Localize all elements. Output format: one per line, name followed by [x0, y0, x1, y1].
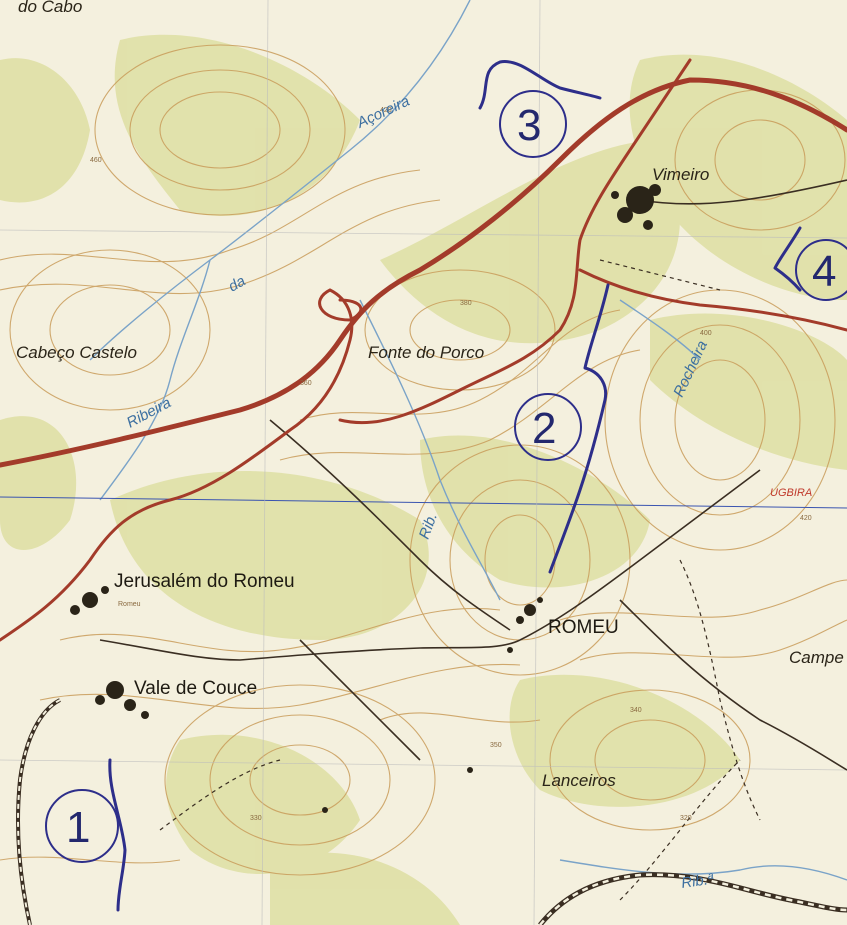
dashed-tracks — [159, 259, 761, 901]
label-campe: Campe — [789, 648, 844, 667]
label-ugbira: UGBIRA — [770, 487, 812, 499]
label-top-cut: do Cabo — [18, 0, 82, 16]
route-marker-2[interactable]: 2 — [514, 393, 582, 461]
label-cabeco-castelo: Cabeço Castelo — [16, 343, 137, 362]
route-markers: 1 2 3 4 — [45, 90, 847, 863]
label-rib-mid: Rib. — [416, 510, 441, 541]
tracks — [99, 179, 847, 771]
route-marker-3[interactable]: 3 — [499, 90, 567, 158]
label-vale-de-couce: Vale de Couce — [134, 678, 257, 699]
svg-text:360: 360 — [300, 380, 312, 387]
route-marker-1[interactable]: 1 — [45, 789, 119, 863]
place-labels: do Cabo Vimeiro Cabeço Castelo Fonte do … — [16, 0, 844, 790]
svg-text:350: 350 — [490, 742, 502, 749]
marker-number-3: 3 — [517, 101, 541, 150]
label-rib-bottom: Rib.ª — [680, 871, 715, 892]
label-fonte-do-porco: Fonte do Porco — [368, 343, 484, 362]
spot-heights: 460 420 380 360 400 420 340 350 330 320 — [90, 107, 812, 822]
railway — [16, 698, 847, 925]
roads — [0, 58, 847, 642]
svg-text:460: 460 — [90, 157, 102, 164]
marker-number-4: 4 — [812, 247, 836, 296]
route-marker-4[interactable]: 4 — [795, 239, 847, 301]
label-romeu-small: Romeu — [118, 601, 141, 608]
marker-number-2: 2 — [532, 404, 556, 453]
svg-text:320: 320 — [680, 815, 692, 822]
svg-text:400: 400 — [700, 330, 712, 337]
grid-lines — [0, 496, 847, 509]
label-lanceiros: Lanceiros — [542, 771, 616, 790]
label-jerusalem-do-romeu: Jerusalém do Romeu — [114, 571, 295, 592]
label-acoreira: Açoreira — [354, 93, 413, 132]
label-vimeiro: Vimeiro — [652, 165, 709, 184]
route-marks — [108, 60, 802, 912]
svg-text:380: 380 — [460, 300, 472, 307]
label-romeu: ROMEU — [548, 617, 619, 638]
label-da: da — [226, 272, 249, 295]
svg-text:340: 340 — [630, 707, 642, 714]
streams — [89, 0, 847, 881]
settlement-dots — [70, 184, 661, 813]
svg-text:330: 330 — [250, 815, 262, 822]
svg-text:420: 420 — [800, 515, 812, 522]
marker-number-1: 1 — [66, 803, 90, 852]
svg-text:420: 420 — [380, 107, 392, 114]
